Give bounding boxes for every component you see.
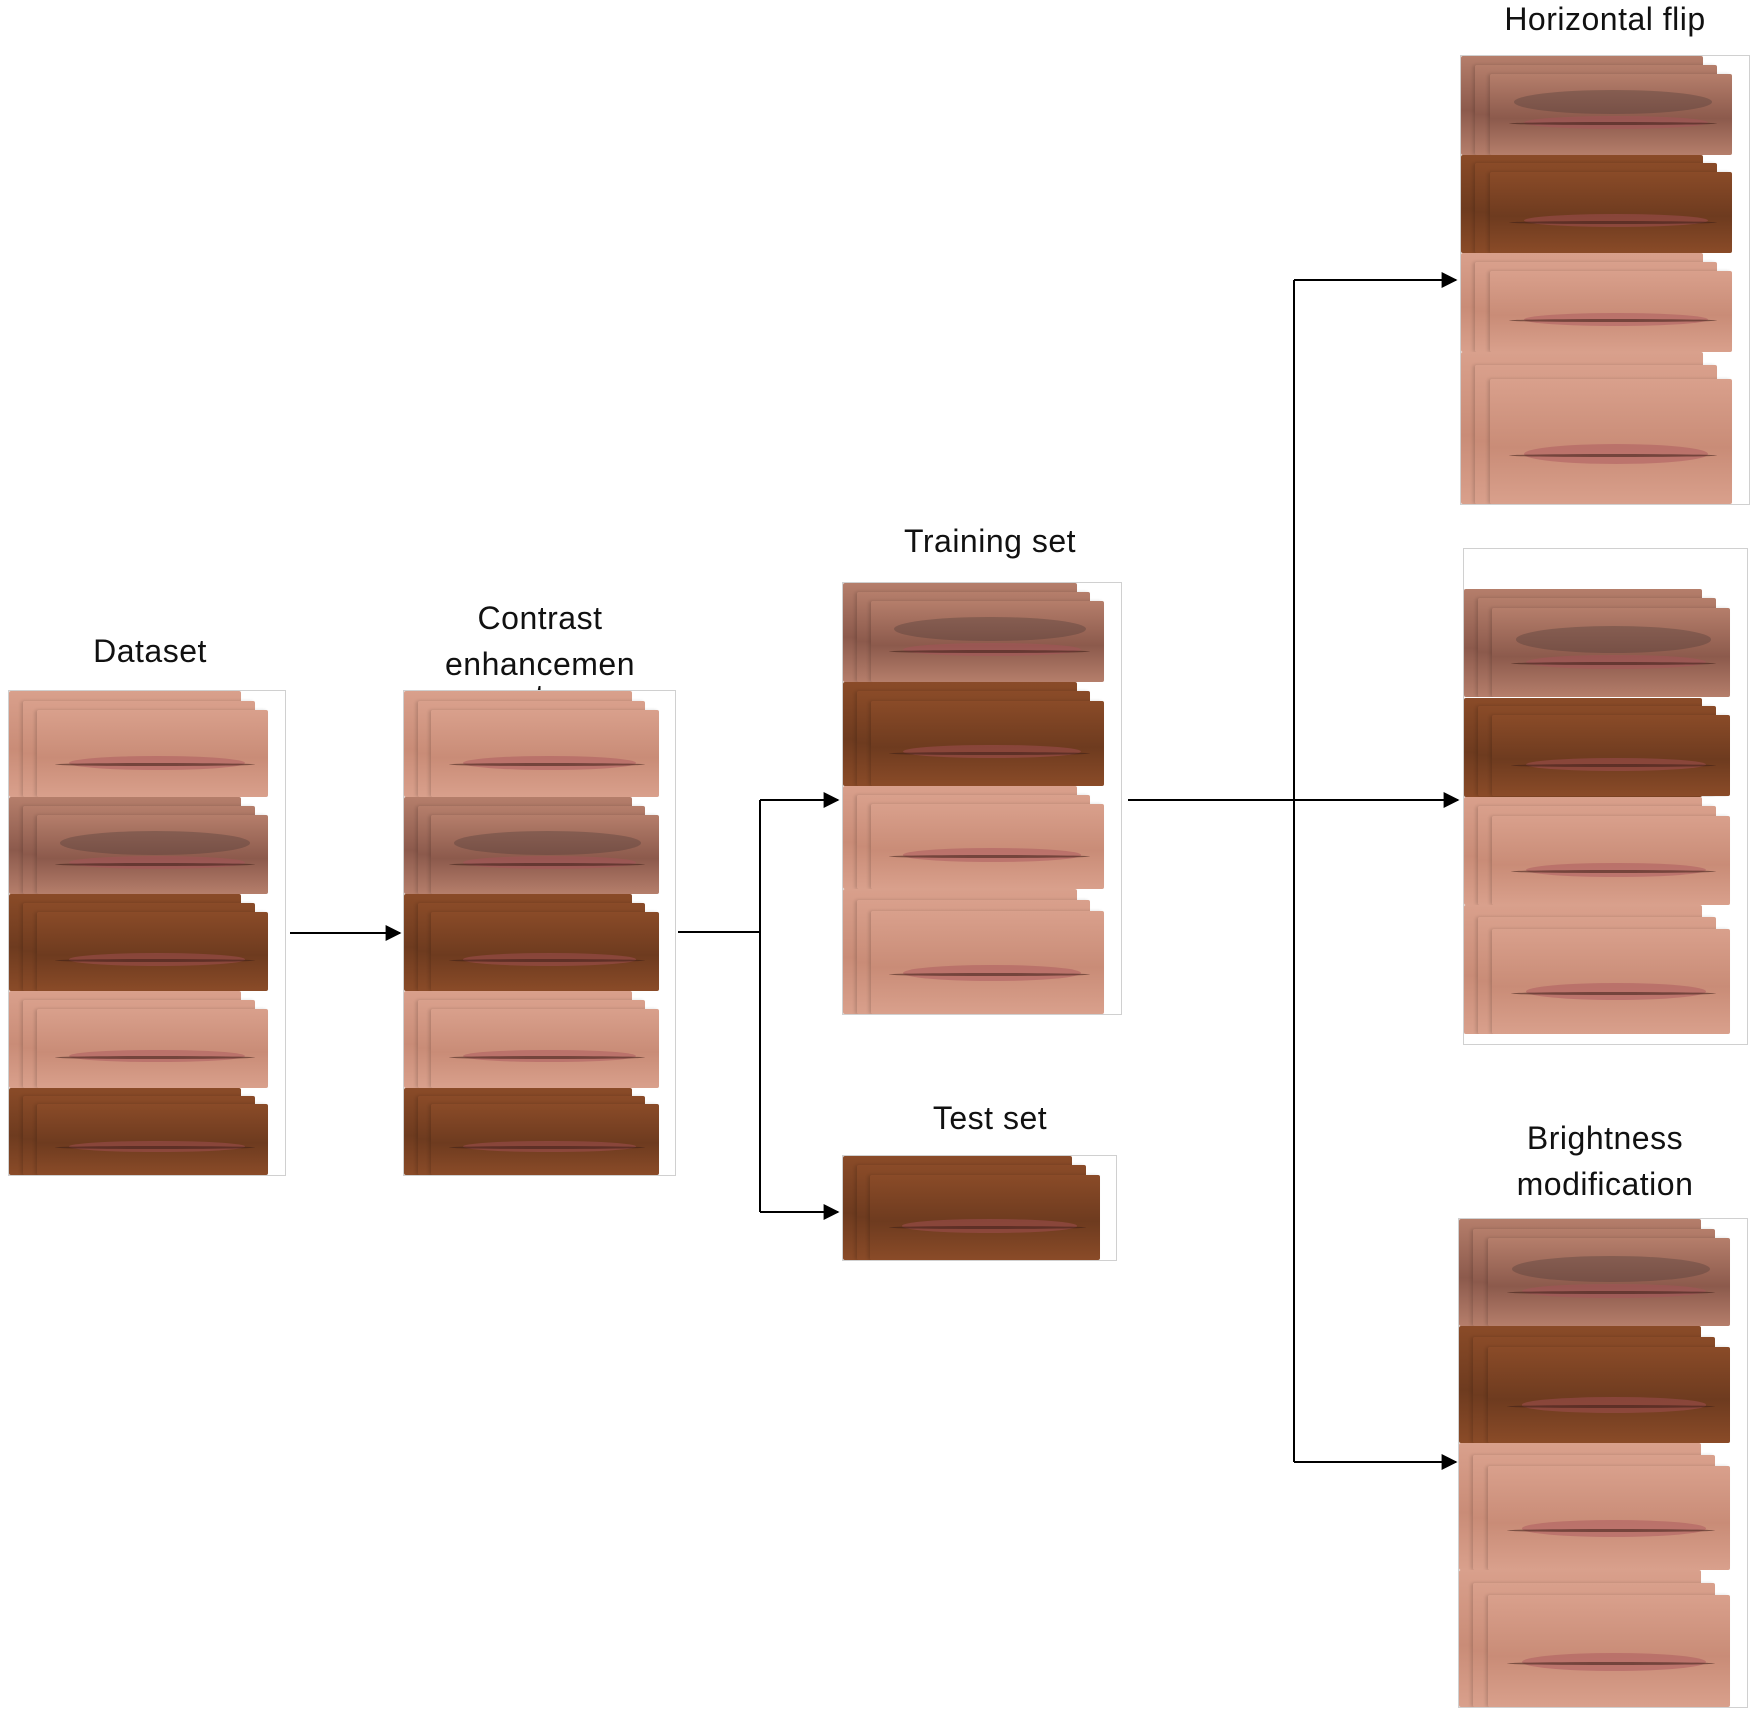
image-strip — [9, 991, 285, 1088]
image-strip — [843, 583, 1121, 683]
brightness-modification-label: Brightness modification — [1460, 1115, 1750, 1207]
face-crop-image — [431, 710, 659, 798]
face-crop-image — [870, 1174, 1100, 1260]
image-strip — [1464, 697, 1747, 797]
face-crop-image — [36, 1008, 269, 1088]
image-strip — [1461, 351, 1749, 504]
face-crop-image — [1489, 379, 1732, 504]
face-crop-image — [1489, 270, 1732, 352]
contrast-label-line-2: enhancemen — [444, 646, 636, 682]
face-crop-image — [1489, 73, 1732, 155]
augmented-panel — [1463, 548, 1748, 1045]
face-crop-image — [870, 804, 1105, 889]
face-crop-image — [431, 1008, 659, 1088]
face-crop-image — [1492, 928, 1731, 1035]
training-set-label: Training set — [904, 523, 1076, 559]
image-strip — [843, 1156, 1116, 1260]
face-crop-image — [36, 911, 269, 992]
brightness-label-line-1: Brightness — [1526, 1120, 1684, 1156]
image-strip — [1459, 1219, 1747, 1327]
face-crop-image — [36, 814, 269, 895]
face-crop-image — [1487, 1347, 1730, 1444]
image-strip — [404, 894, 675, 992]
image-strip — [1459, 1570, 1747, 1707]
face-crop-image — [1492, 715, 1731, 797]
horizontal-flip-panel — [1460, 55, 1750, 505]
image-strip — [843, 785, 1121, 889]
image-strip — [9, 691, 285, 798]
brightness-panel — [1458, 1218, 1748, 1708]
image-strip — [404, 1087, 675, 1175]
image-strip — [1464, 796, 1747, 906]
face-crop-image — [36, 710, 269, 798]
training-set-panel — [842, 582, 1122, 1015]
image-strip — [9, 797, 285, 895]
image-strip — [1464, 905, 1747, 1035]
image-strip — [1459, 1326, 1747, 1444]
contrast-panel — [403, 690, 676, 1176]
image-strip — [843, 682, 1121, 786]
test-set-panel — [842, 1155, 1117, 1261]
brightness-label-line-2: modification — [1516, 1166, 1694, 1202]
image-strip — [9, 1087, 285, 1175]
image-strip — [1461, 154, 1749, 254]
face-crop-image — [431, 911, 659, 992]
face-crop-image — [431, 1103, 659, 1175]
face-crop-image — [870, 700, 1105, 786]
dataset-label: Dataset — [93, 633, 207, 669]
contrast-label-line-1: Contrast — [477, 600, 603, 636]
face-crop-image — [431, 814, 659, 895]
image-strip — [404, 797, 675, 895]
test-set-label: Test set — [932, 1100, 1048, 1136]
image-strip — [1459, 1443, 1747, 1571]
face-crop-image — [1487, 1238, 1730, 1327]
image-strip — [404, 991, 675, 1088]
dataset-panel — [8, 690, 286, 1176]
face-crop-image — [1492, 816, 1731, 906]
image-strip — [404, 691, 675, 798]
face-crop-image — [1487, 1466, 1730, 1571]
image-strip — [843, 889, 1121, 1014]
connector-contrast-split — [678, 800, 761, 933]
face-crop-image — [870, 911, 1105, 1014]
image-strip — [1464, 588, 1747, 698]
image-strip — [9, 894, 285, 992]
contrast-enhancement-label: Contrast enhancemen t — [400, 595, 680, 719]
horizontal-flip-label: Horizontal flip — [1504, 1, 1706, 37]
face-crop-image — [36, 1103, 269, 1175]
face-crop-image — [870, 600, 1105, 683]
image-strip — [1461, 56, 1749, 155]
face-crop-image — [1489, 172, 1732, 254]
face-crop-image — [1487, 1594, 1730, 1707]
image-strip — [1461, 253, 1749, 352]
face-crop-image — [1492, 608, 1731, 698]
